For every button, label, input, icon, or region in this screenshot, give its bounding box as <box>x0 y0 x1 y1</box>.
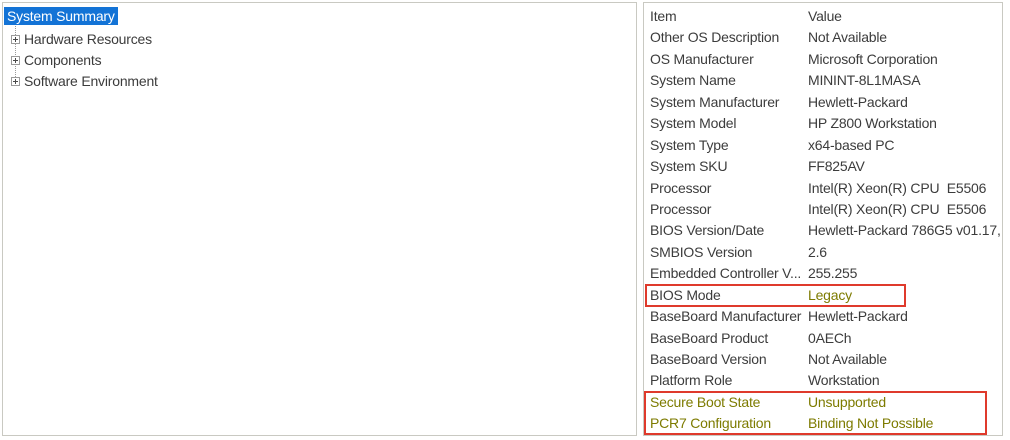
item-cell: System Manufacturer <box>650 93 780 110</box>
item-cell: Platform Role <box>650 372 733 389</box>
item-cell: System Model <box>650 115 737 132</box>
tree-item[interactable]: Hardware Resources <box>3 29 636 50</box>
value-cell: FF825AV <box>808 158 865 175</box>
table-row[interactable]: Platform Role Workstation <box>644 370 1002 391</box>
table-row[interactable]: Processor Intel(R) Xeon(R) CPU E5506 <box>644 199 1002 220</box>
tree-item-label: Components <box>24 52 102 68</box>
tree-item[interactable]: Components <box>3 50 636 71</box>
item-cell: BaseBoard Manufacturer <box>650 308 802 325</box>
value-cell: Not Available <box>808 351 887 367</box>
item-cell: Other OS Description <box>650 29 780 46</box>
item-cell: PCR7 Configuration <box>650 415 771 432</box>
category-tree-pane: System Summary Hardware Resources Compon… <box>2 2 637 436</box>
item-cell: BIOS Version/Date <box>650 222 765 239</box>
value-cell: Intel(R) Xeon(R) CPU E5506 <box>808 200 987 217</box>
table-row[interactable]: OS Manufacturer Microsoft Corporation <box>644 49 1002 70</box>
table-row[interactable]: PCR7 Configuration Binding Not Possible <box>644 413 1002 434</box>
table-row[interactable]: BIOS Version/Date Hewlett-Packard 786G5 … <box>644 220 1002 241</box>
value-cell: Intel(R) Xeon(R) CPU E5506 <box>808 179 987 196</box>
table-row[interactable]: System Name MININT-8L1MASA <box>644 70 1002 91</box>
value-cell: Binding Not Possible <box>808 415 934 432</box>
table-row[interactable]: System Manufacturer Hewlett-Packard <box>644 92 1002 113</box>
expand-plus-icon[interactable] <box>11 77 20 86</box>
item-cell: System Name <box>650 72 736 89</box>
item-cell: Processor <box>650 179 712 196</box>
item-cell: OS Manufacturer <box>650 50 754 67</box>
item-cell: BIOS Mode <box>650 286 721 303</box>
value-cell: Legacy <box>808 286 852 303</box>
item-cell: SMBIOS Version <box>650 243 753 260</box>
column-header-item[interactable]: Item <box>650 8 677 24</box>
value-cell: 2.6 <box>808 243 827 260</box>
details-rows: Other OS Description Not Available OS Ma… <box>644 27 1002 434</box>
expand-plus-icon[interactable] <box>11 56 20 65</box>
table-row[interactable]: BaseBoard Version Not Available <box>644 349 1002 370</box>
value-cell: 0AECh <box>808 329 852 346</box>
column-header-value[interactable]: Value <box>808 8 842 24</box>
table-row[interactable]: Secure Boot State Unsupported <box>644 392 1002 413</box>
table-row[interactable]: Embedded Controller V... 255.255 <box>644 263 1002 284</box>
details-header-row: Item Value <box>644 6 1002 27</box>
value-cell: Workstation <box>808 372 880 389</box>
details-pane: Item Value Other OS Description Not Avai… <box>643 2 1003 436</box>
tree-item-label: Hardware Resources <box>24 31 152 47</box>
value-cell: Hewlett-Packard 786G5 v01.17, 8/ <box>808 222 1002 239</box>
table-row[interactable]: Other OS Description Not Available <box>644 27 1002 48</box>
item-cell: BaseBoard Product <box>650 329 769 346</box>
value-cell: Hewlett-Packard <box>808 93 908 110</box>
table-row[interactable]: Processor Intel(R) Xeon(R) CPU E5506 <box>644 178 1002 199</box>
table-row[interactable]: SMBIOS Version 2.6 <box>644 242 1002 263</box>
value-cell: Hewlett-Packard <box>808 308 908 325</box>
tree-item-label: Software Environment <box>24 73 158 89</box>
value-cell: MININT-8L1MASA <box>808 72 921 89</box>
value-cell: Microsoft Corporation <box>808 50 938 67</box>
value-cell: HP Z800 Workstation <box>808 115 937 132</box>
expand-plus-icon[interactable] <box>11 35 20 44</box>
item-cell: System SKU <box>650 158 728 175</box>
value-cell: x64-based PC <box>808 136 895 153</box>
table-row[interactable]: System Model HP Z800 Workstation <box>644 113 1002 134</box>
value-cell: Unsupported <box>808 393 886 410</box>
tree-connector-line <box>15 26 16 83</box>
item-cell: System Type <box>650 136 729 153</box>
item-cell: BaseBoard Version <box>650 351 767 367</box>
value-cell: Not Available <box>808 29 887 46</box>
item-cell: Embedded Controller V... <box>650 265 802 282</box>
item-cell: Secure Boot State <box>650 393 761 410</box>
tree-item[interactable]: Software Environment <box>3 71 636 92</box>
table-row[interactable]: BaseBoard Manufacturer Hewlett-Packard <box>644 306 1002 327</box>
table-row[interactable]: BaseBoard Product 0AECh <box>644 328 1002 349</box>
tree-item-system-summary[interactable]: System Summary <box>4 7 118 25</box>
item-cell: Processor <box>650 200 712 217</box>
tree-children: Hardware Resources Components Software E… <box>3 29 636 92</box>
table-row[interactable]: System Type x64-based PC <box>644 135 1002 156</box>
value-cell: 255.255 <box>808 265 858 282</box>
table-row[interactable]: BIOS Mode Legacy <box>644 285 1002 306</box>
table-row[interactable]: System SKU FF825AV <box>644 156 1002 177</box>
